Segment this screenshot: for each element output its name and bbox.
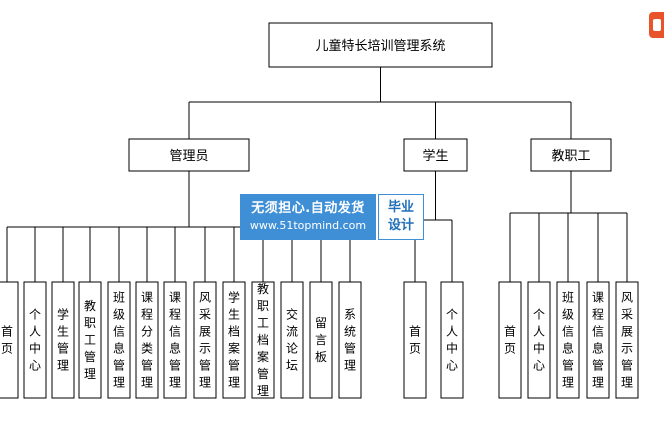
watermark-badge-line2: 设计 [387, 218, 414, 233]
leaf-node: 个人中心 [440, 281, 464, 399]
leaf-node: 系统管理 [338, 281, 362, 399]
leaf-label: 课程信息管理 [592, 291, 604, 390]
leaf-nodes: 首页 个人中心 学生管理 教职工管理 班级信息管理 课程分类管理 课程信息管理 风采展示管理 学… [0, 281, 639, 399]
leaf-node: 首页 [498, 281, 522, 399]
leaf-node: 课程分类管理 [135, 281, 159, 399]
watermark-badge-line1: 毕业 [387, 200, 414, 215]
role-label: 管理员 [169, 149, 208, 164]
root-node-label: 儿童特长培训管理系统 [315, 38, 445, 54]
leaf-node: 班级信息管理 [556, 281, 580, 399]
leaf-label: 教职工管理 [84, 298, 96, 381]
leaf-label: 交流论坛 [286, 307, 298, 373]
leaf-node: 风采展示管理 [615, 281, 639, 399]
leaf-node: 教职工管理 [78, 281, 102, 399]
corner-logo-icon [649, 12, 664, 38]
leaf-label: 学生档案管理 [228, 290, 240, 390]
leaf-node: 个人中心 [527, 281, 551, 399]
leaf-node: 留言板 [309, 281, 333, 399]
watermark-badge: 毕业 设计 [378, 194, 424, 240]
root-node: 儿童特长培训管理系统 [268, 22, 493, 68]
role-node: 教职工 [530, 138, 612, 172]
leaf-label: 留言板 [315, 316, 327, 364]
leaf-node: 学生档案管理 [222, 281, 246, 399]
leaf-label: 首页 [504, 325, 516, 356]
role-label: 教职工 [551, 148, 590, 164]
watermark-line1: 无须担心.自动发货 [251, 201, 365, 216]
role-label: 学生 [422, 148, 448, 164]
leaf-node: 首页 [0, 281, 19, 399]
watermark-banner: 无须担心.自动发货 www.51topmind.com [240, 194, 376, 240]
leaf-label: 学生管理 [57, 307, 69, 373]
leaf-label: 课程分类管理 [141, 291, 153, 390]
watermark-line2: www.51topmind.com [249, 219, 367, 232]
leaf-node: 课程信息管理 [163, 281, 187, 399]
leaf-node: 个人中心 [23, 281, 47, 399]
leaf-label: 课程信息管理 [169, 291, 181, 390]
leaf-label: 班级信息管理 [113, 291, 125, 390]
leaf-node: 首页 [403, 281, 427, 399]
leaf-node: 学生管理 [51, 281, 75, 399]
leaf-label: 个人中心 [29, 308, 41, 373]
leaf-node: 交流论坛 [280, 281, 304, 399]
role-nodes: 管理员 学生 教职工 [128, 138, 612, 172]
role-node: 学生 [403, 138, 468, 172]
leaf-label: 教职工档案管理 [257, 281, 269, 398]
leaf-label: 首页 [1, 325, 13, 356]
watermark: 无须担心.自动发货 www.51topmind.com 毕业 设计 [240, 194, 424, 240]
leaf-label: 系统管理 [344, 308, 356, 373]
leaf-label: 班级信息管理 [562, 291, 574, 390]
leaf-label: 风采展示管理 [621, 291, 633, 390]
leaf-node: 班级信息管理 [107, 281, 131, 399]
connector-lines [6, 67, 628, 282]
role-node: 管理员 [128, 138, 250, 172]
leaf-label: 风采展示管理 [199, 291, 211, 390]
leaf-node: 教职工档案管理 [251, 281, 275, 399]
leaf-node: 风采展示管理 [193, 281, 217, 399]
leaf-node: 课程信息管理 [586, 281, 610, 399]
leaf-label: 个人中心 [446, 308, 458, 373]
leaf-label: 个人中心 [533, 308, 545, 373]
leaf-label: 首页 [409, 325, 421, 356]
